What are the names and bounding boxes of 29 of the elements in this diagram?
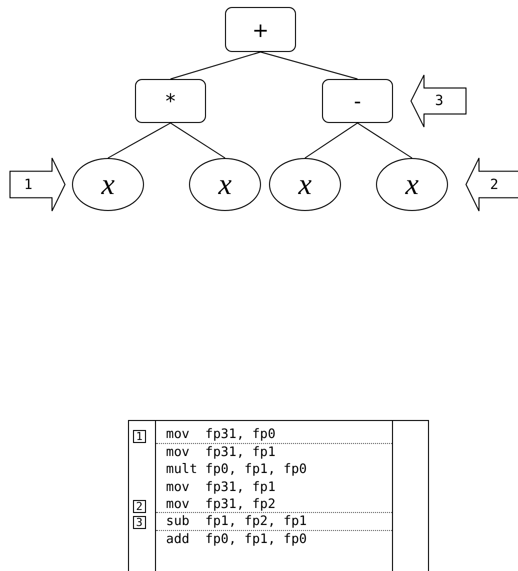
- code-line: mov fp31, fp0: [166, 427, 276, 442]
- tree-edge: [304, 122, 358, 158]
- operator-box: *: [135, 79, 206, 123]
- edge-label: 2: [490, 178, 498, 192]
- operator-box: -: [322, 79, 393, 123]
- operand-ellipse: x: [189, 158, 261, 211]
- step-marker: 3: [133, 516, 146, 529]
- code-line: mov fp31, fp2: [166, 497, 276, 512]
- edge-label: 1: [24, 178, 32, 192]
- tree-edge: [108, 122, 171, 158]
- code-line: mov fp31, fp1: [166, 480, 276, 495]
- code-line: sub fp1, fp2, fp1: [166, 514, 307, 529]
- block-arrow: [465, 158, 518, 212]
- block-arrow: [410, 74, 466, 128]
- code-line: mov fp31, fp1: [166, 445, 276, 460]
- tree-edge: [170, 122, 226, 158]
- operator-box: +: [225, 7, 296, 52]
- edge-label: 3: [435, 94, 444, 108]
- tree-edge: [357, 122, 412, 158]
- code-line: add fp0, fp1, fp0: [166, 532, 307, 547]
- block-arrow: [10, 158, 66, 212]
- step-marker: 2: [133, 500, 146, 513]
- step-marker: 1: [133, 430, 146, 443]
- tree-edge: [260, 52, 358, 80]
- operand-ellipse: x: [376, 158, 448, 211]
- operand-ellipse: x: [269, 158, 341, 211]
- code-line: mult fp0, fp1, fp0: [166, 462, 307, 477]
- operand-ellipse: x: [72, 158, 144, 211]
- tree-edge: [170, 52, 261, 80]
